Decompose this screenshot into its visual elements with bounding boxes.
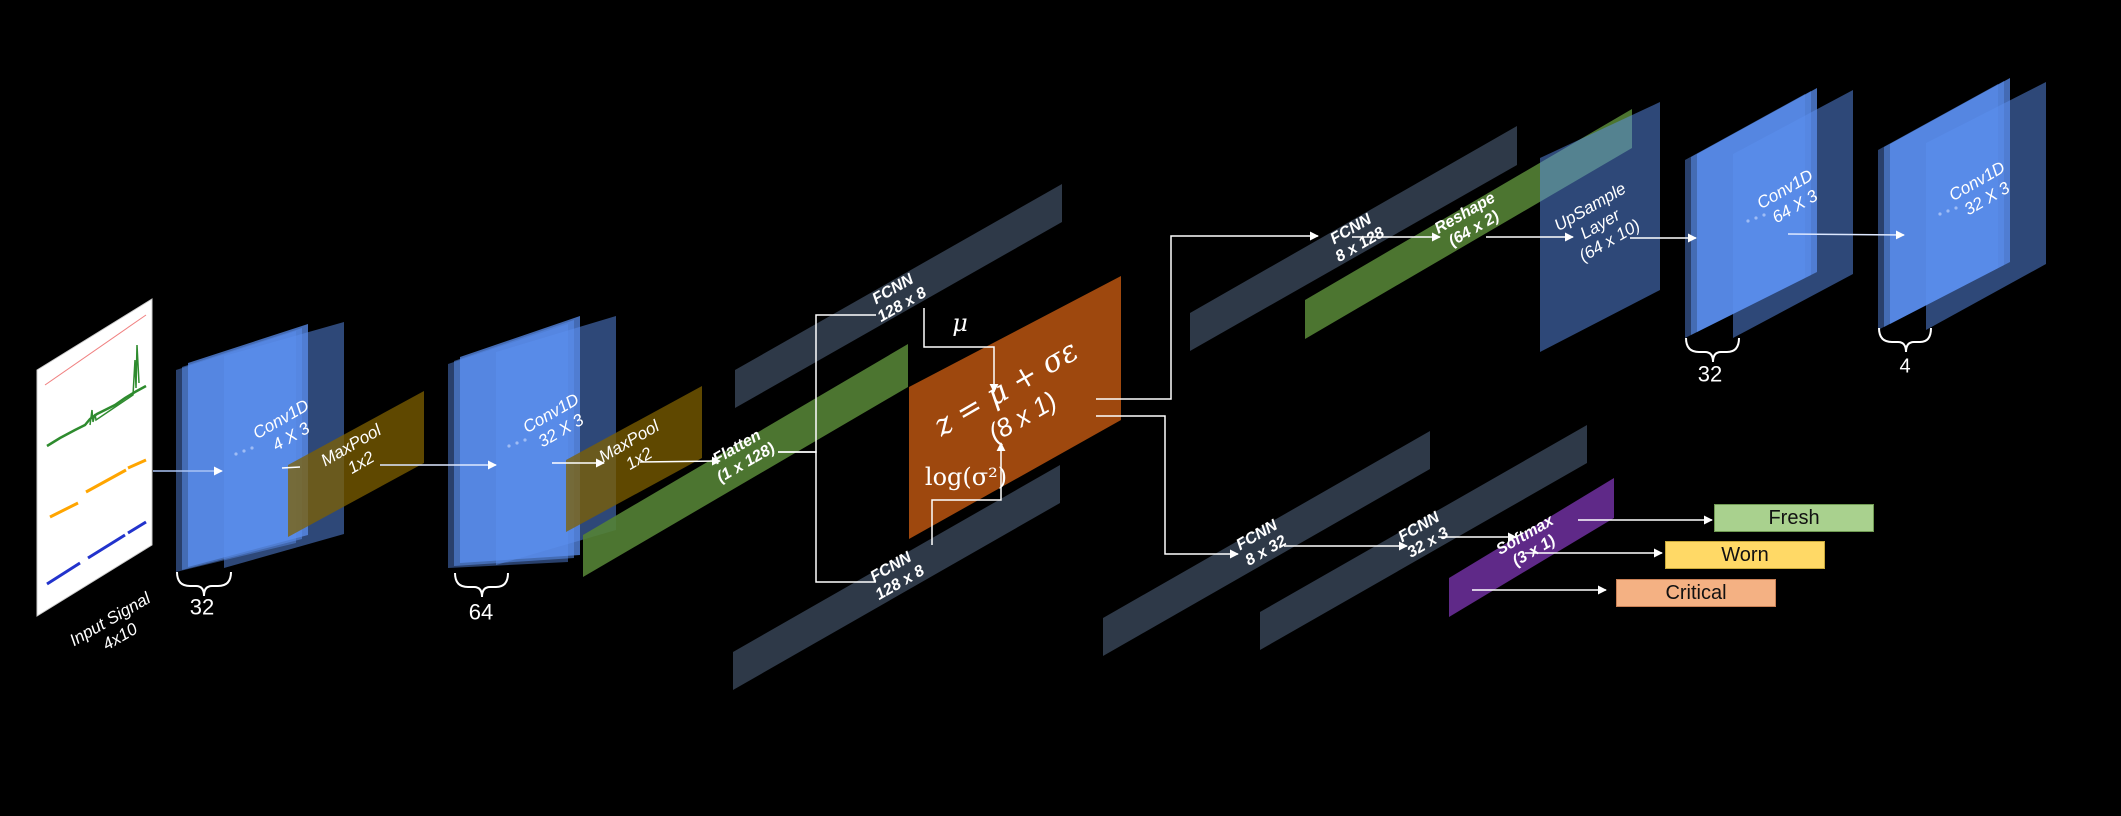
softmax-slab	[1449, 478, 1614, 617]
fcnn-classifier-2-slab	[1260, 425, 1587, 650]
class-worn-box: Worn	[1665, 541, 1825, 569]
mu-symbol: μ	[952, 309, 968, 338]
encoder-maxpool2-slab	[566, 386, 702, 532]
encoder-conv1-filter-count: 32	[189, 594, 215, 620]
fcnn-decoder-slab	[1190, 126, 1517, 351]
decoder-conv1-filter-count: 32	[1697, 361, 1723, 387]
fcnn-classifier-1-slab	[1103, 431, 1430, 656]
latent-z-block	[909, 276, 1121, 539]
decoder-conv1-block	[1685, 88, 1853, 338]
ellipsis-dots	[234, 206, 1958, 456]
flatten-slab	[583, 344, 908, 577]
fcnn-logvar-slab	[733, 465, 1060, 690]
class-critical-box: Critical	[1616, 579, 1776, 607]
decoder-conv2-filter-count: 4	[1899, 355, 1911, 378]
brace-decoder-conv1	[1685, 337, 1740, 363]
brace-encoder-conv1	[176, 571, 232, 597]
upsample-layer-slab	[1540, 102, 1660, 352]
brace-encoder-conv2	[454, 572, 509, 598]
decoder-conv2-block	[1878, 78, 2046, 330]
filter-count-braces	[176, 327, 1932, 598]
class-fresh-box: Fresh	[1714, 504, 1874, 532]
encoder-conv1-block	[176, 322, 344, 572]
encoder-conv2-filter-count: 64	[468, 599, 494, 625]
encoder-maxpool1-slab	[288, 391, 424, 537]
logvar-symbol: log(σ²)	[924, 463, 1008, 492]
brace-decoder-conv2	[1878, 327, 1932, 353]
input-signal-plot	[36, 298, 153, 617]
connection-arrows	[153, 230, 1905, 595]
